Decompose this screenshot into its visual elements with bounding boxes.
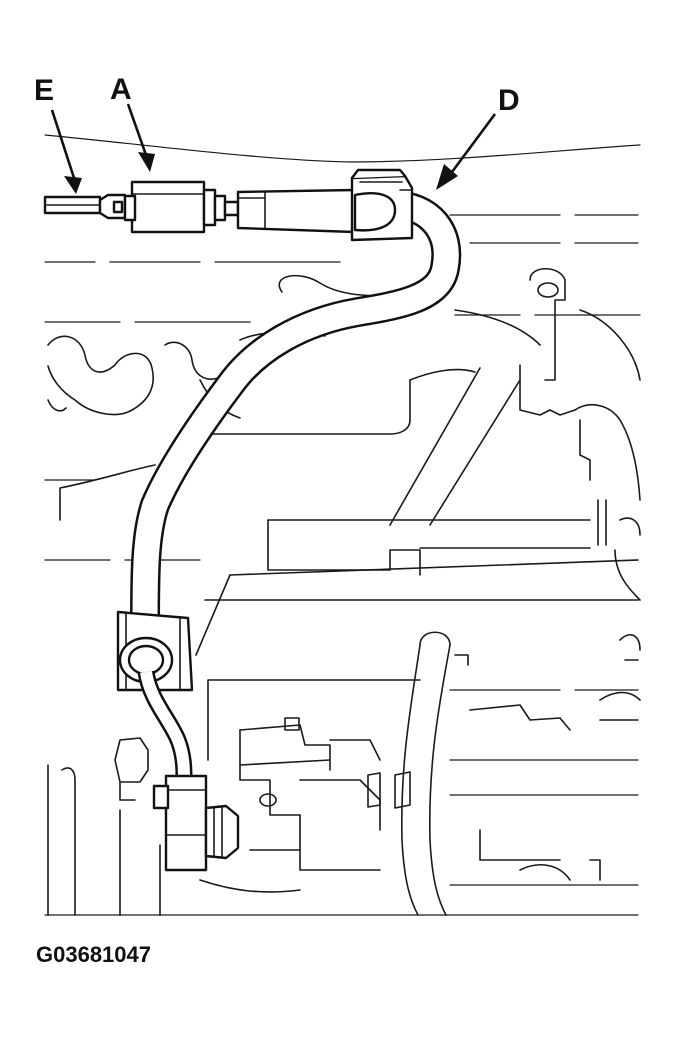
callout-label-a: A [110,73,132,106]
pipe-fitting [152,774,240,872]
hose-sleeve [236,188,357,234]
engine-background [44,134,641,916]
fuel-pipe [137,670,193,779]
hose-clamp-d [350,168,414,242]
fuel-line-e [43,193,127,220]
figure-id: G03681047 [36,942,151,967]
fuel-hose [130,190,462,629]
callout-leaders [50,103,497,194]
callout-label-d: D [498,84,520,117]
quick-connector-a [123,180,240,234]
callout-label-e: E [34,74,54,107]
